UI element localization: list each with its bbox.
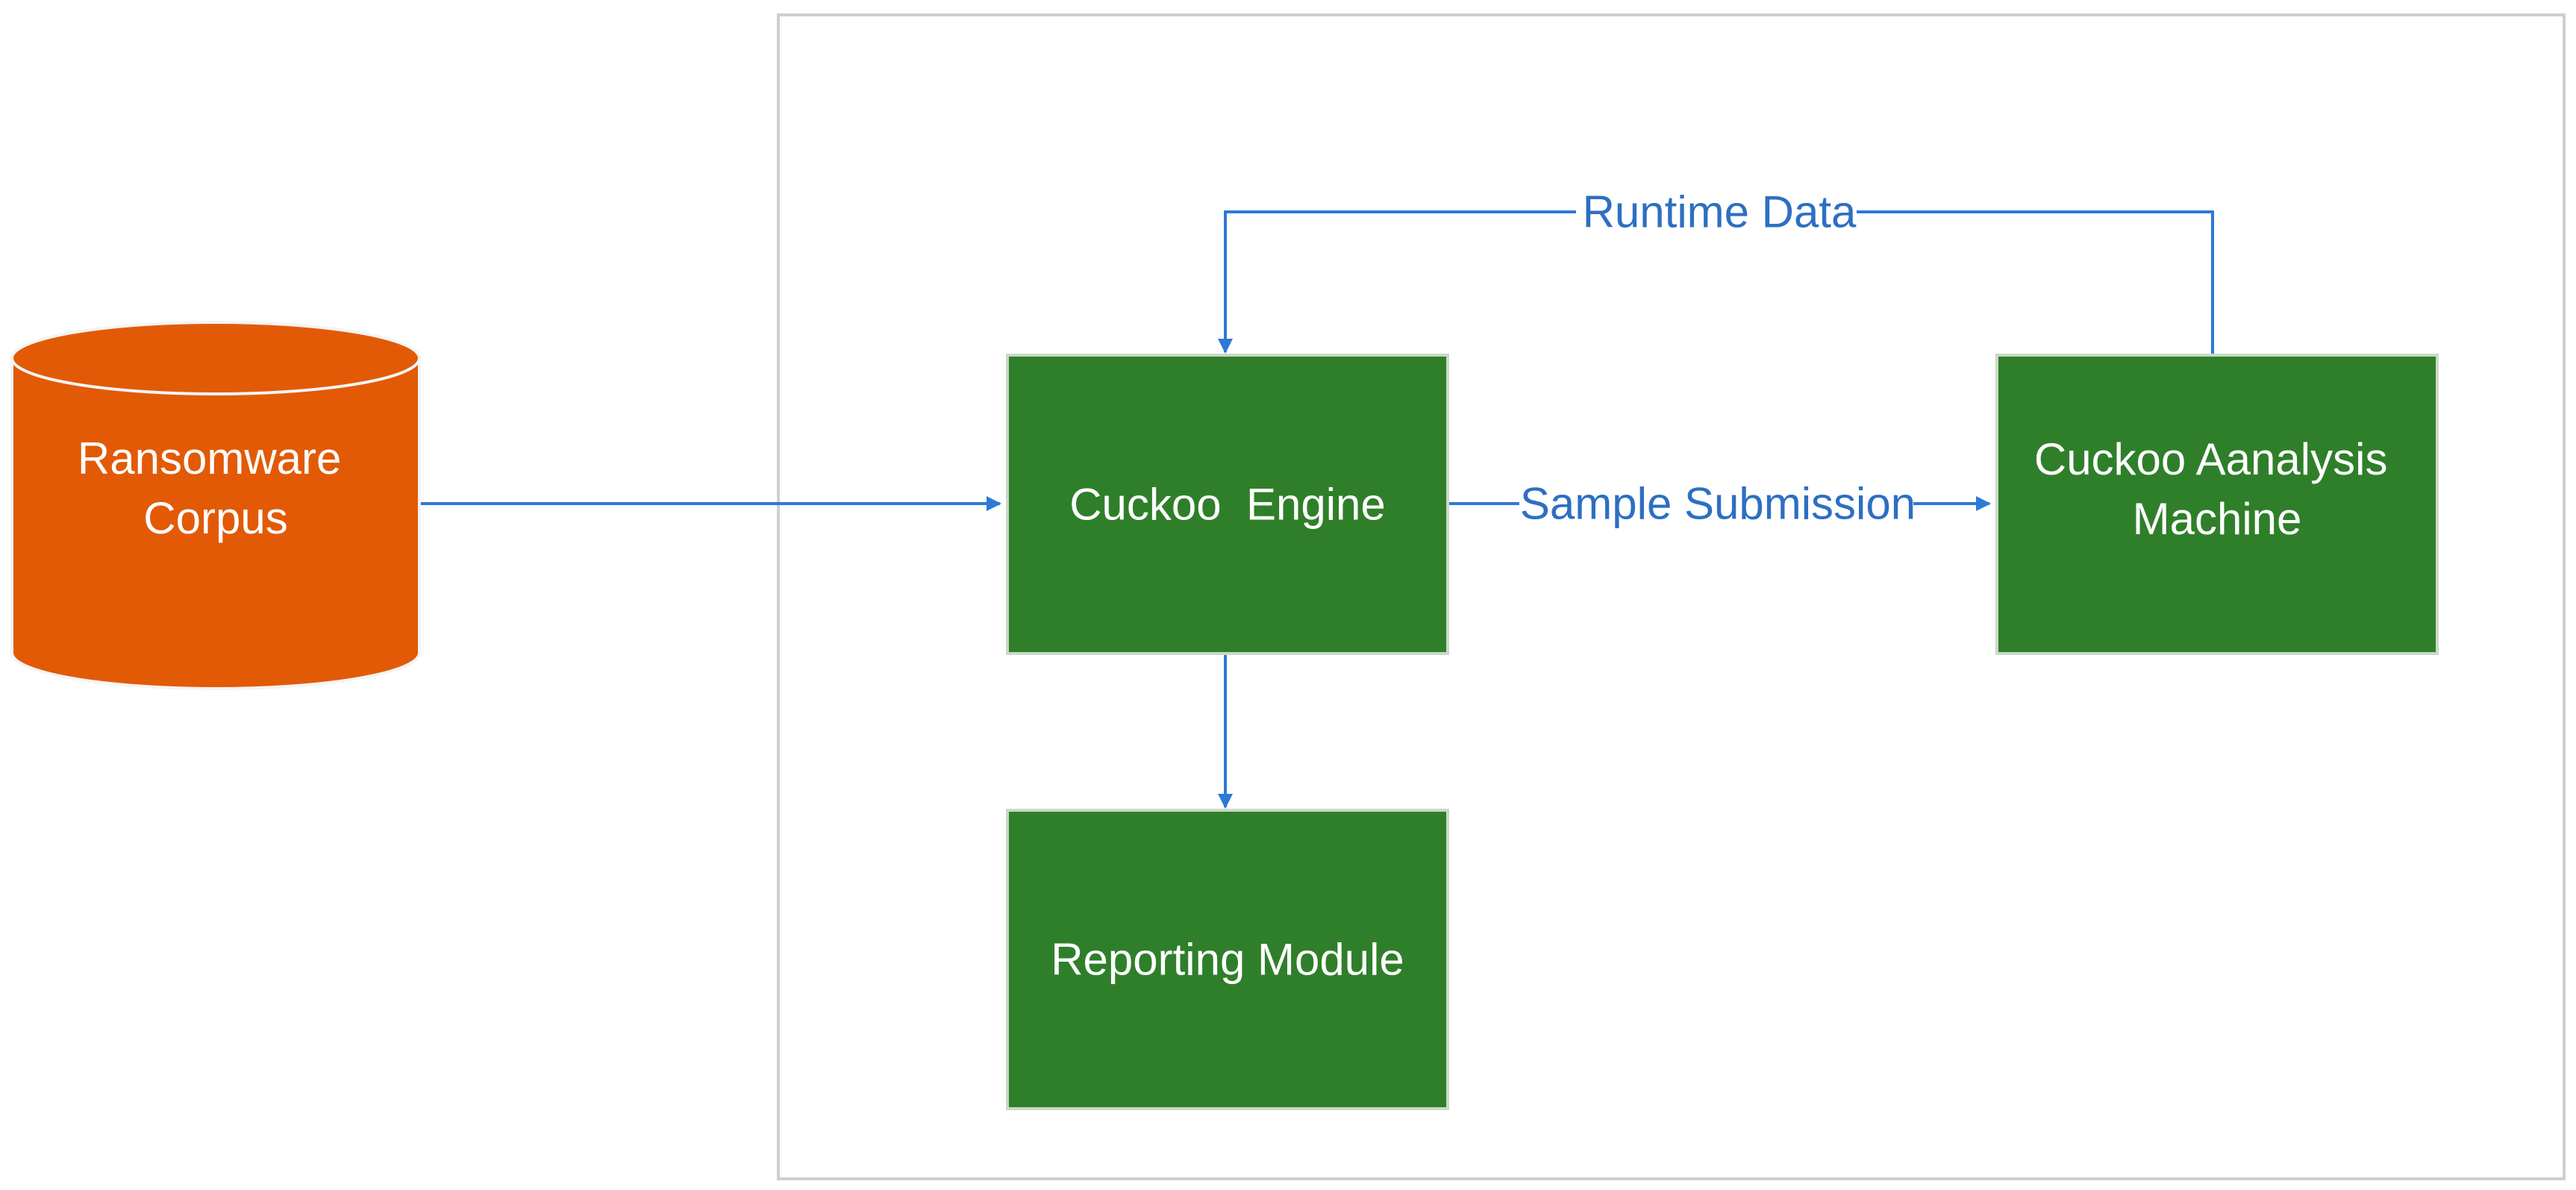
cuckoo-analysis-machine-label-line1: Cuckoo Aanalysis bbox=[2034, 434, 2388, 484]
sample-submission-label-bg bbox=[1519, 477, 1913, 530]
database-top bbox=[10, 321, 421, 395]
runtime-data-label: Runtime Data bbox=[1583, 187, 1857, 237]
cuckoo-analysis-machine-label-line2: Machine bbox=[2133, 494, 2302, 544]
runtime-data-label-bg bbox=[1576, 186, 1857, 238]
cuckoo-engine-label: Cuckoo Engine bbox=[1069, 480, 1386, 530]
database-body bbox=[10, 357, 421, 690]
reporting-module-label: Reporting Module bbox=[1051, 935, 1404, 985]
cuckoo-engine-node: Cuckoo Engine bbox=[1006, 354, 1449, 655]
cuckoo-analysis-machine-node: Cuckoo Aanalysis Machine bbox=[1995, 354, 2439, 655]
database-label-line2: Corpus bbox=[143, 493, 287, 543]
cuckoo-engine-box bbox=[1006, 354, 1449, 655]
ransomware-corpus-database: Ransomware Corpus bbox=[10, 321, 421, 690]
sample-submission-label: Sample Submission bbox=[1520, 479, 1916, 529]
database-label: Ransomware Corpus bbox=[78, 433, 354, 543]
reporting-module-node: Reporting Module bbox=[1006, 809, 1449, 1110]
reporting-module-box bbox=[1006, 809, 1449, 1110]
cuckoo-analysis-machine-label: Cuckoo Aanalysis Machine bbox=[2034, 434, 2400, 544]
cuckoo-analysis-machine-box bbox=[1995, 354, 2439, 655]
database-label-line1: Ransomware bbox=[78, 433, 341, 483]
